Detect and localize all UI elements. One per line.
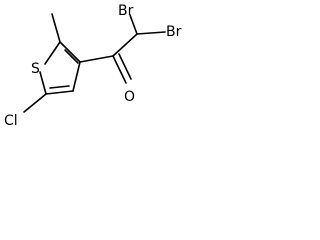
bond-c4-c3 [72, 61, 81, 92]
bond-c5-methyl [51, 13, 61, 43]
molecule-structure: S Cl O Br Br [4, 3, 182, 129]
atom-bromine-1-label: Br [118, 3, 134, 19]
bond-carbonyl-oxygen-double [118, 53, 132, 80]
bond-s-c5 [44, 41, 61, 65]
bond-c5-c4 [59, 41, 81, 63]
bond-c3-c2-double [49, 85, 70, 89]
bond-chbr2-br2 [136, 31, 166, 35]
molecule-diagram: S Cl O Br Br [0, 0, 220, 129]
atom-sulfur-label: S [31, 61, 40, 77]
atom-oxygen-label: O [124, 89, 135, 105]
bond-chbr2-br1 [129, 14, 138, 35]
bond-carbonyl-chbr2 [112, 33, 138, 57]
atom-bromine-2-label: Br [166, 24, 182, 40]
atom-chlorine-label: Cl [4, 113, 18, 129]
bond-c2-cl [23, 93, 47, 113]
bond-carbonyl-oxygen [112, 55, 127, 84]
bond-c5-c4-double [64, 49, 79, 64]
bond-c3-c2 [45, 90, 74, 95]
bond-c2-s [39, 71, 47, 95]
bond-c4-carbonyl [79, 55, 114, 63]
